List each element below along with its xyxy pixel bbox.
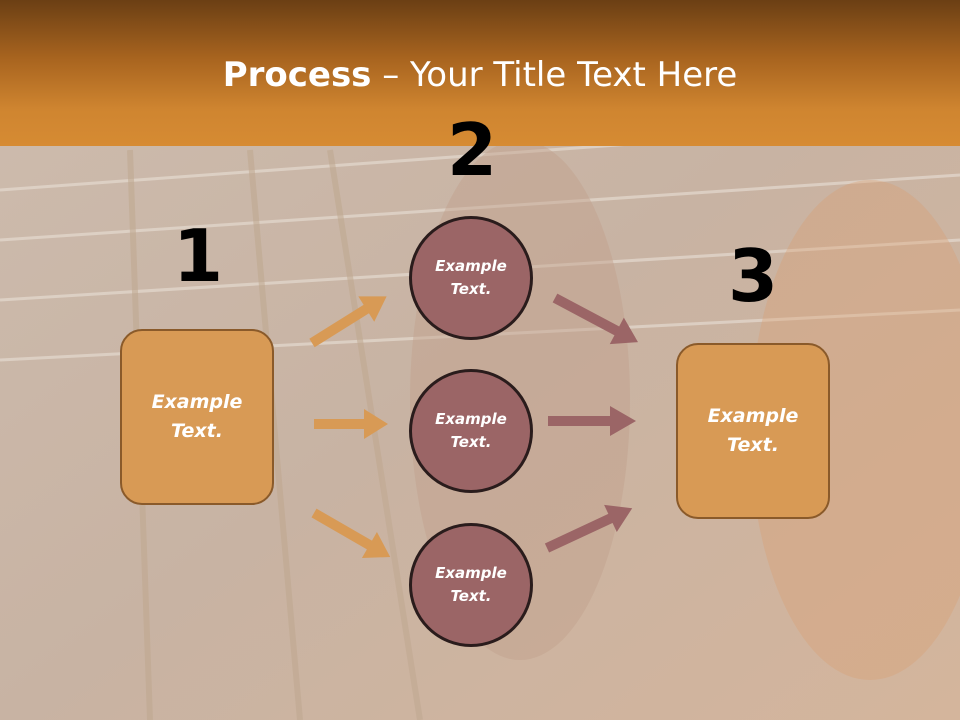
right-box: Example Text. — [676, 343, 830, 519]
title-rest: – Your Title Text Here — [371, 55, 738, 95]
slide-title: Process – Your Title Text Here — [0, 52, 960, 98]
arrow-to-top-circle — [309, 296, 387, 348]
left-box: Example Text. — [120, 329, 274, 505]
arrow-to-bottom-circle — [311, 508, 391, 558]
title-banner — [0, 0, 960, 146]
circle-top-text: Example Text. — [435, 257, 507, 298]
circle-top: Example Text. — [409, 216, 533, 340]
arrow-from-bottom-circle — [544, 504, 633, 553]
title-bold: Process — [222, 55, 372, 95]
arrow-to-middle-circle — [314, 409, 388, 439]
right-box-text: Example Text. — [707, 405, 799, 456]
left-box-text: Example Text. — [151, 391, 243, 442]
circle-middle-text: Example Text. — [435, 410, 507, 451]
step-number-2: 2 — [446, 108, 498, 192]
step-number-1: 1 — [172, 214, 224, 298]
circle-bottom: Example Text. — [409, 523, 533, 647]
circle-bottom-text: Example Text. — [435, 564, 507, 605]
step-number-3: 3 — [727, 234, 779, 318]
arrow-from-middle-circle — [548, 406, 636, 436]
arrow-from-top-circle — [552, 293, 638, 345]
circle-middle: Example Text. — [409, 369, 533, 493]
